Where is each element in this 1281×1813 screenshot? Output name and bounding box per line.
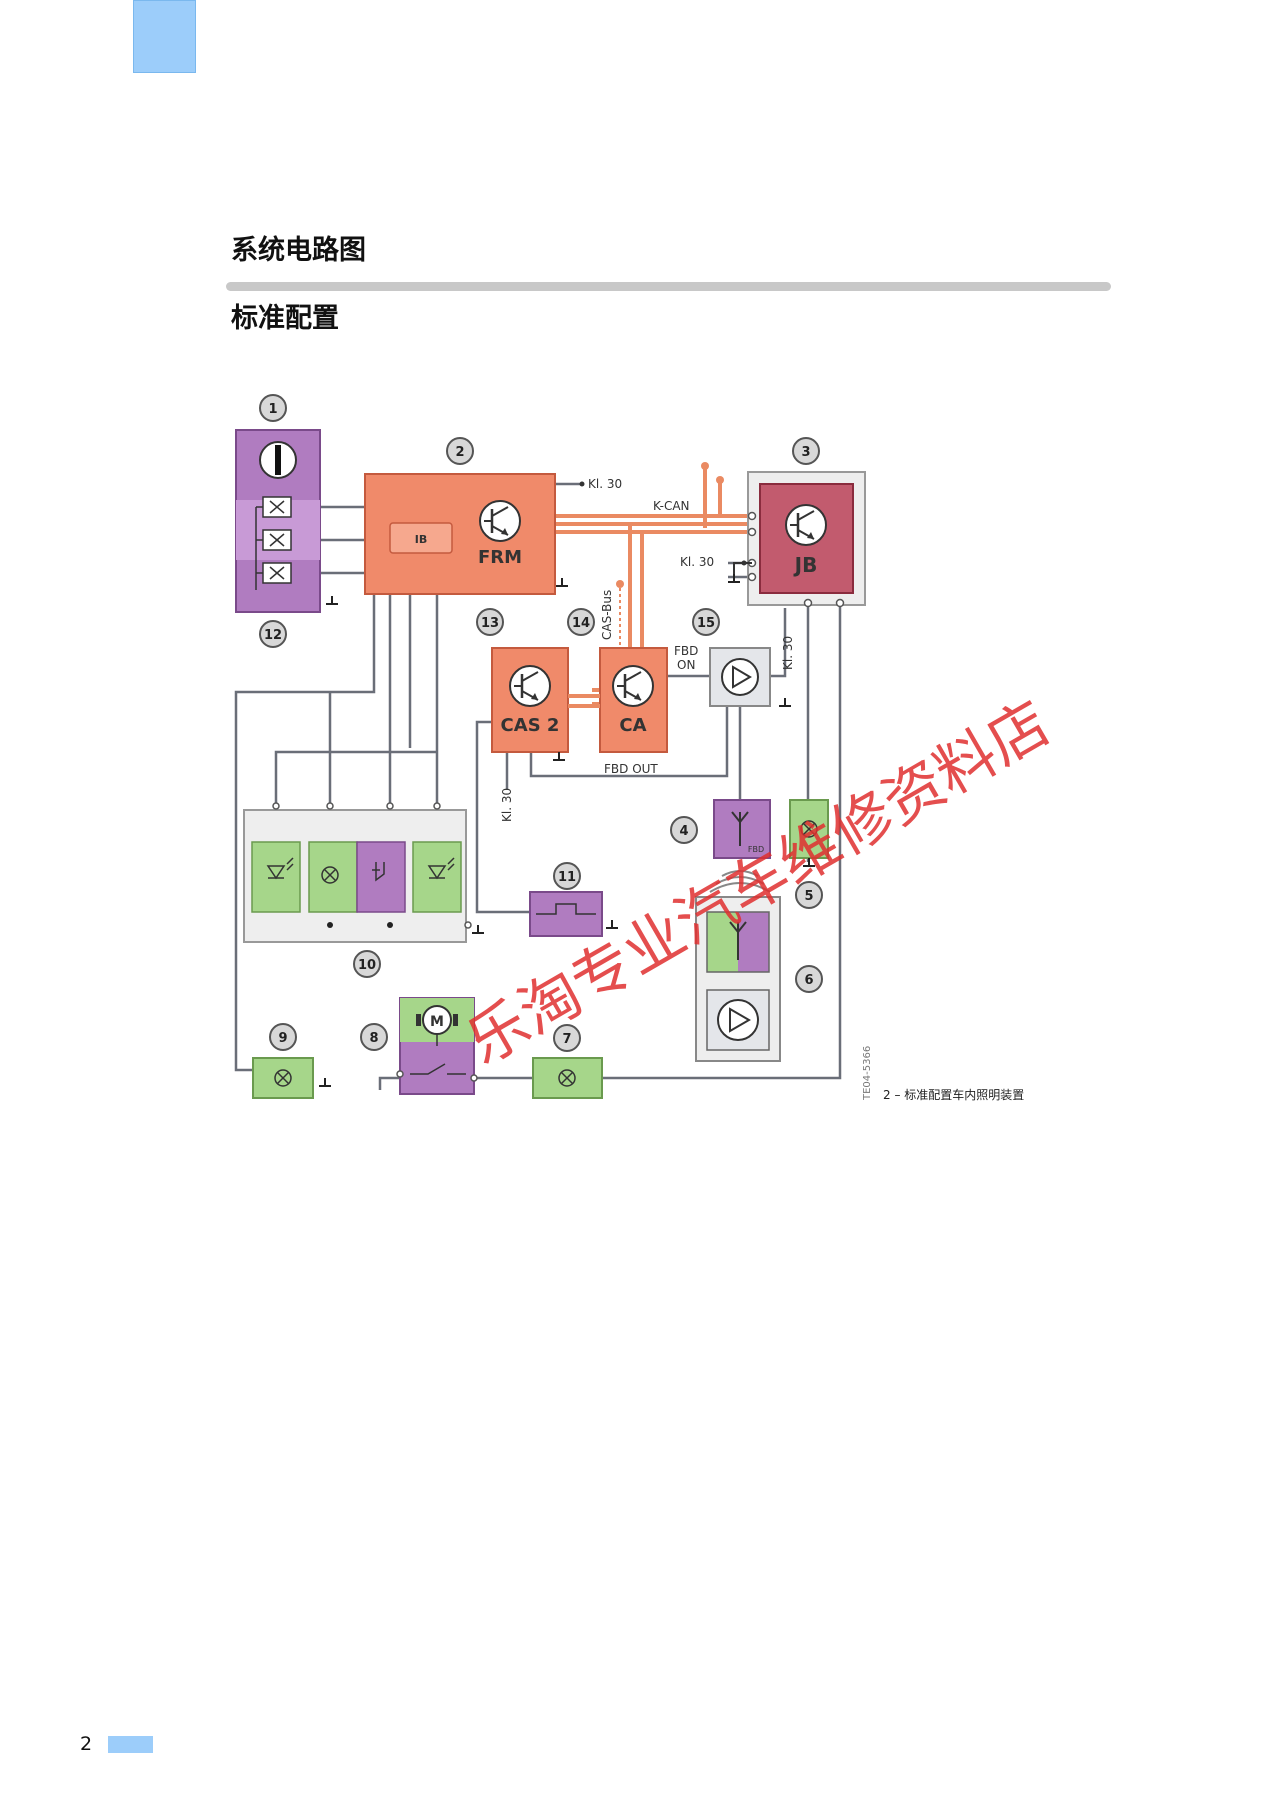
interior-light-unit-10 xyxy=(243,802,485,943)
jb-module xyxy=(727,471,866,608)
fbd-antenna-label: FBD xyxy=(748,845,764,854)
callout-number: 1 xyxy=(268,402,277,417)
callout-number: 8 xyxy=(369,1031,378,1046)
callout-13: 13 xyxy=(476,608,504,636)
ca-label: CA xyxy=(619,715,646,736)
switch-11 xyxy=(529,891,619,937)
callout-number: 14 xyxy=(572,616,590,631)
cas-bus-terminal xyxy=(616,580,624,588)
k-can-bus xyxy=(555,468,760,706)
callout-number: 6 xyxy=(804,973,813,988)
ib-label: IB xyxy=(415,533,427,546)
k-can-terminal xyxy=(701,462,709,470)
cas2-module xyxy=(491,647,569,753)
ca-module xyxy=(599,647,668,753)
k-can-label: K-CAN xyxy=(653,499,690,513)
callout-7: 7 xyxy=(553,1024,581,1052)
callout-number: 7 xyxy=(562,1032,571,1047)
callout-2: 2 xyxy=(446,437,474,465)
frm-label: FRM xyxy=(478,547,522,568)
callout-number: 4 xyxy=(679,824,688,839)
kl30-fbd-label: Kl. 30 xyxy=(781,636,795,670)
callout-number: 5 xyxy=(804,889,813,904)
module-1-12-switch-block xyxy=(235,429,339,613)
cas2-label: CAS 2 xyxy=(501,715,560,736)
callout-5: 5 xyxy=(795,881,823,909)
figure-caption: 2 – 标准配置车内照明装置 xyxy=(883,1088,1025,1102)
callout-number: 12 xyxy=(264,628,282,643)
callout-15: 15 xyxy=(692,608,720,636)
chapter-tab-marker xyxy=(133,0,196,73)
image-code: TE04-5366 xyxy=(862,1046,873,1101)
heading-rule xyxy=(226,282,1111,291)
callout-12: 12 xyxy=(259,620,287,648)
callout-number: 9 xyxy=(278,1031,287,1046)
motor-switch-8 xyxy=(396,997,478,1095)
kl30-jb-label: Kl. 30 xyxy=(680,555,714,569)
callout-1: 1 xyxy=(259,394,287,422)
fbd-out-label: FBD OUT xyxy=(604,762,658,776)
callout-11: 11 xyxy=(553,862,581,890)
callout-number: 2 xyxy=(455,445,464,460)
callout-4: 4 xyxy=(670,816,698,844)
frm-module xyxy=(364,473,569,595)
lamp-7 xyxy=(532,1057,603,1099)
cas-bus-label: CAS-Bus xyxy=(600,590,614,640)
callout-number: 11 xyxy=(558,870,576,885)
fbd-antenna-module xyxy=(713,799,771,859)
jb-label: JB xyxy=(793,553,818,577)
callout-9: 9 xyxy=(269,1023,297,1051)
callout-number: 15 xyxy=(697,616,715,631)
callout-number: 10 xyxy=(358,958,376,973)
callout-number: 3 xyxy=(801,445,810,460)
fbd-on-label-1: FBD xyxy=(674,644,698,658)
callout-8: 8 xyxy=(360,1023,388,1051)
callout-14: 14 xyxy=(567,608,595,636)
motor-label: M xyxy=(430,1014,444,1030)
page-tab-marker xyxy=(108,1736,153,1753)
callout-3: 3 xyxy=(792,437,820,465)
callout-10: 10 xyxy=(353,950,381,978)
callout-number: 13 xyxy=(481,616,499,631)
lamp-9 xyxy=(252,1057,332,1099)
fbd-receiver-module xyxy=(709,647,792,707)
section-subtitle: 标准配置 xyxy=(231,303,339,334)
kl30-frm-label: Kl. 30 xyxy=(588,477,622,491)
callout-6: 6 xyxy=(795,965,823,993)
remote-key-6 xyxy=(695,896,781,1062)
page-number: 2 xyxy=(80,1733,93,1755)
lamp-5 xyxy=(789,799,829,867)
k-can-terminal xyxy=(716,476,724,484)
kl30-cas2-label: Kl. 30 xyxy=(500,788,514,822)
fbd-on-label-2: ON xyxy=(677,658,695,672)
radio-waves xyxy=(709,870,771,893)
page-title: 系统电路图 xyxy=(231,235,366,266)
